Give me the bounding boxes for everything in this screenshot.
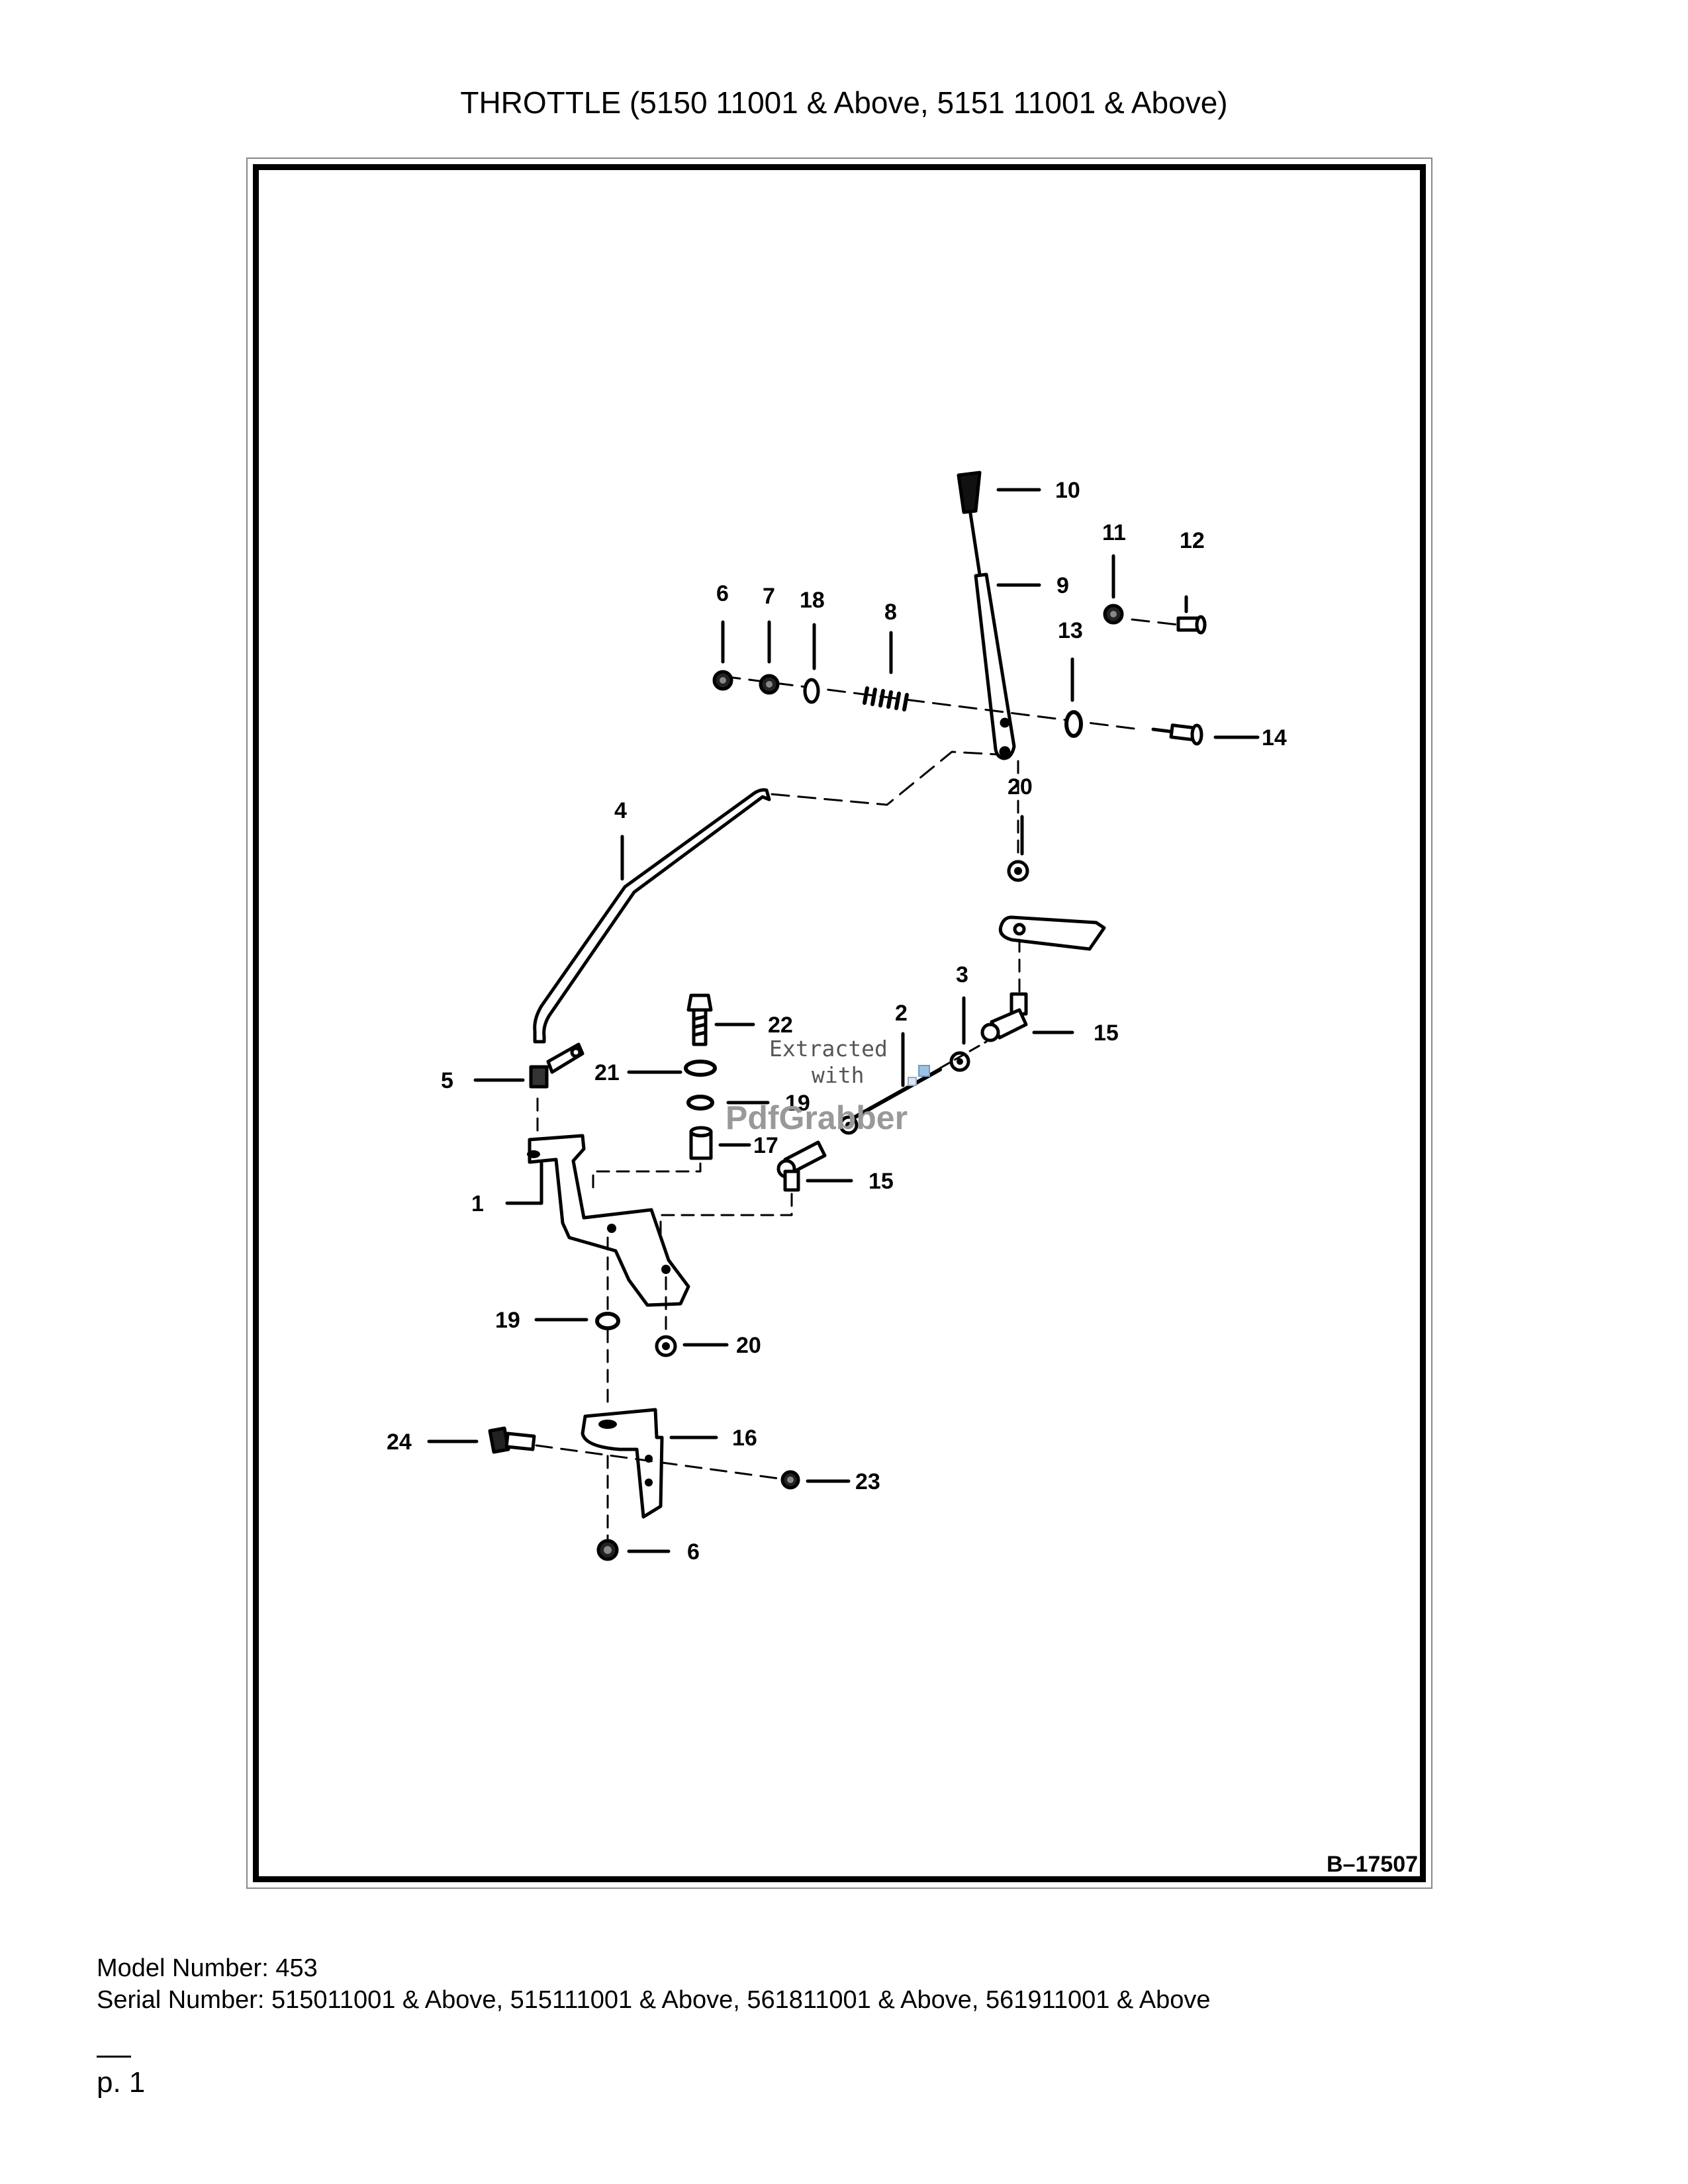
nut-20-upper: [1007, 860, 1029, 882]
lever-pivot-hole: [1000, 717, 1010, 728]
callout-leaders: [427, 488, 1260, 1553]
callout-label: 2: [895, 1001, 908, 1026]
callout-label: 16: [732, 1426, 757, 1451]
figure-code: B–17507: [1327, 1852, 1418, 1877]
callout-label: 10: [1055, 478, 1080, 503]
mounting-bracket-16: [581, 1408, 664, 1519]
callout-label: 18: [800, 588, 825, 613]
callout-label: 5: [441, 1068, 453, 1093]
link-rod-2: [839, 1068, 942, 1127]
washer-21: [684, 1060, 717, 1077]
watermark-brand: PdfGrabber: [726, 1099, 908, 1136]
ball-joint-15-upper: [980, 992, 1028, 1042]
callout-label: 20: [1008, 774, 1033, 799]
callout-label: 20: [736, 1333, 761, 1358]
washer-18: [803, 678, 820, 704]
callout-label: 17: [753, 1133, 778, 1158]
callout-label: 22: [768, 1013, 793, 1038]
bolt-24: [488, 1426, 536, 1454]
callout-label: 4: [614, 798, 627, 823]
pdfgrabber-watermark: Extracted with PdfGrabber: [726, 1036, 930, 1136]
page-number: p. 1: [97, 2066, 146, 2099]
callout-label: 21: [594, 1060, 620, 1085]
callout-label: 19: [495, 1308, 520, 1333]
callout-label: 6: [687, 1539, 700, 1565]
callout-label: 6: [716, 581, 729, 606]
throttle-plate: [998, 915, 1106, 951]
throttle-bracket-1: [528, 1134, 690, 1307]
callout-label: 15: [1094, 1021, 1119, 1046]
callout-label: 9: [1056, 573, 1069, 598]
callout-label: 12: [1180, 528, 1205, 553]
bushing-17: [689, 1126, 713, 1160]
callout-label: 14: [1262, 725, 1287, 751]
serial-number: Serial Number: 515011001 & Above, 515111…: [97, 1986, 1211, 2014]
model-number: Model Number: 453: [97, 1954, 318, 1982]
bolt-12: [1176, 615, 1207, 635]
callout-label: 19: [785, 1091, 810, 1116]
swivel-5: [529, 1042, 585, 1089]
nut-6-top: [712, 670, 733, 691]
locknut-7: [759, 674, 780, 695]
throttle-knob: [957, 471, 982, 514]
callout-label: 15: [868, 1169, 894, 1194]
washer-19-upper: [686, 1095, 714, 1111]
washer-19-lower: [595, 1312, 620, 1330]
watermark-line1: Extracted: [769, 1036, 888, 1062]
nut-11: [1103, 604, 1124, 625]
throttle-rod: [533, 788, 771, 1044]
nut-20-lower: [655, 1335, 677, 1357]
callout-label: 24: [387, 1430, 412, 1455]
ball-joint-15-lower: [776, 1140, 827, 1192]
callout-label: 11: [1102, 520, 1126, 545]
nut-3-upper: [949, 1051, 970, 1072]
callout-label: 1: [471, 1191, 484, 1216]
callout-label: 7: [763, 584, 775, 609]
page-separator: [97, 2056, 131, 2058]
washer-13: [1064, 710, 1083, 738]
watermark-line2: with: [812, 1062, 864, 1088]
spring-8: [863, 686, 909, 711]
bolt-14: [1151, 723, 1203, 746]
nut-23: [780, 1470, 800, 1490]
callout-label: 8: [884, 600, 897, 625]
page-title: THROTTLE (5150 11001 & Above, 5151 11001…: [460, 85, 1228, 120]
bolt-22: [686, 993, 713, 1046]
callout-label: 23: [855, 1469, 880, 1494]
callout-label: 13: [1058, 618, 1083, 643]
nut-3-lower: [839, 1115, 859, 1135]
callout-label: 3: [956, 962, 968, 987]
diagram-frame: [253, 164, 1426, 1882]
nut-6-lower: [596, 1539, 619, 1561]
diagram-frame-outer: [246, 158, 1432, 1889]
lever-rod-hole: [999, 746, 1011, 758]
throttle-lever: [974, 572, 1016, 760]
